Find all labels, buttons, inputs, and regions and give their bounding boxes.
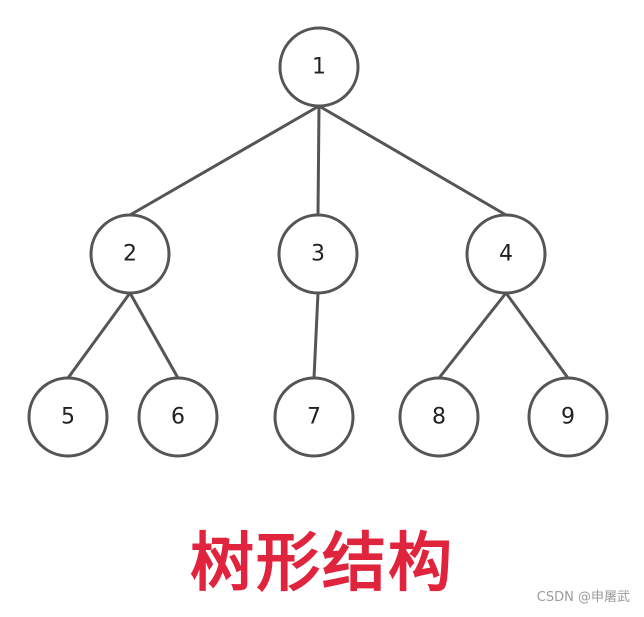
edges <box>66 104 570 379</box>
edge-n1-n4 <box>318 104 507 217</box>
node-circle <box>89 213 171 295</box>
nodes: 1 2 3 4 5 6 7 8 9 <box>27 26 609 458</box>
diagram-title: 树形结构 <box>190 527 454 601</box>
node-circle <box>27 376 109 458</box>
edge-n4-n9 <box>504 292 570 379</box>
tree-node-9: 9 <box>527 376 609 458</box>
edge-n2-n5 <box>66 292 132 379</box>
watermark: CSDN @申屠武 <box>536 590 630 605</box>
tree-node-8: 8 <box>398 376 480 458</box>
edge-n1-n3 <box>316 105 321 216</box>
node-circle <box>465 213 547 295</box>
edge-n4-n8 <box>437 292 508 379</box>
node-circle <box>278 26 360 108</box>
node-label: 9 <box>561 405 575 430</box>
edge-n3-n7 <box>312 292 320 379</box>
node-circle <box>398 376 480 458</box>
node-circle <box>137 376 219 458</box>
tree-node-1: 1 <box>278 26 360 108</box>
tree-node-3: 3 <box>277 213 359 295</box>
tree-node-7: 7 <box>273 376 355 458</box>
tree-node-5: 5 <box>27 376 109 458</box>
node-label: 8 <box>432 405 446 430</box>
edge-n2-n6 <box>128 292 180 379</box>
node-label: 3 <box>311 242 325 267</box>
tree-node-2: 2 <box>89 213 171 295</box>
node-circle <box>273 376 355 458</box>
edge-n1-n2 <box>129 104 320 217</box>
node-circle <box>527 376 609 458</box>
node-label: 1 <box>312 55 326 80</box>
node-label: 2 <box>123 242 137 267</box>
tree-node-6: 6 <box>137 376 219 458</box>
node-label: 4 <box>499 242 513 267</box>
node-label: 7 <box>307 405 321 430</box>
node-label: 5 <box>61 405 75 430</box>
tree-node-4: 4 <box>465 213 547 295</box>
node-label: 6 <box>171 405 185 430</box>
node-circle <box>277 213 359 295</box>
